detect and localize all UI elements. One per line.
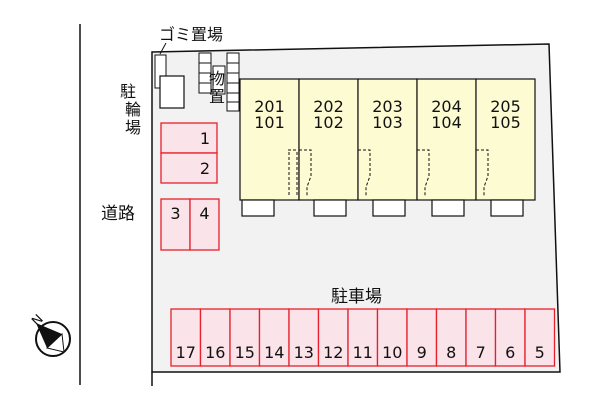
parking-space-number: 1 (200, 129, 210, 148)
parking-space-12: 12 (317, 308, 349, 367)
garbage-leader-line (159, 42, 167, 55)
parking-space-number: 12 (323, 343, 343, 362)
parking-space-number: 16 (205, 343, 225, 362)
unit-upper-number: 202 (313, 97, 344, 116)
bicycle-label-2: 輪 (125, 100, 141, 119)
parking-space-number: 14 (264, 343, 284, 362)
unit-upper-number: 204 (431, 97, 462, 116)
parking-space-7: 7 (465, 308, 497, 367)
parking-space-number: 11 (353, 343, 373, 362)
garbage-label: ゴミ置場 (159, 25, 223, 44)
storage-label-2: 置 (209, 87, 225, 106)
parking-space-number: 7 (476, 343, 486, 362)
parking-space-6: 6 (494, 308, 526, 367)
bicycle-label-3: 場 (125, 118, 141, 137)
parking-space-number: 2 (200, 159, 210, 178)
parking-space-number: 4 (199, 204, 209, 223)
parking-space-10: 10 (376, 308, 408, 367)
parking-space-number: 5 (535, 343, 545, 362)
parking-space-number: 17 (176, 343, 196, 362)
unit-lower-number: 101 (254, 113, 285, 132)
parking-space-9: 9 (406, 308, 438, 367)
parking-space-16: 16 (199, 308, 231, 367)
parking-space-number: 10 (382, 343, 402, 362)
unit-upper-number: 203 (372, 97, 403, 116)
bicycle-parking-box (159, 75, 185, 109)
parking-space-15: 15 (229, 308, 261, 367)
bicycle-label-1: 駐 (120, 82, 136, 101)
parking-space-17: 17 (170, 308, 202, 367)
unit-upper-number: 201 (254, 97, 285, 116)
parking-space-number: 3 (170, 204, 180, 223)
parking-space-4: 4 (189, 198, 220, 251)
parking-space-8: 8 (435, 308, 467, 367)
unit-lower-number: 103 (372, 113, 403, 132)
parking-space-11: 11 (347, 308, 379, 367)
parking-space-number: 9 (417, 343, 427, 362)
storage-label-1: 物 (209, 69, 225, 88)
unit-upper-number: 205 (490, 97, 521, 116)
unit-lower-number: 102 (313, 113, 344, 132)
unit-lower-number: 104 (431, 113, 462, 132)
storage-area (198, 52, 240, 112)
parking-space-number: 13 (294, 343, 314, 362)
road-label: 道路 (101, 204, 135, 224)
parking-space-13: 13 (288, 308, 320, 367)
parking-space-1: 1 (160, 122, 218, 154)
parking-space-5: 5 (524, 308, 556, 367)
parking-space-14: 14 (258, 308, 290, 367)
parking-space-number: 6 (505, 343, 515, 362)
unit-lower-number: 105 (490, 113, 521, 132)
parking-space-number: 15 (235, 343, 255, 362)
compass-icon (35, 321, 71, 357)
parking-lot-label: 駐車場 (331, 287, 382, 307)
parking-space-2: 2 (160, 152, 218, 184)
parking-space-3: 3 (160, 198, 191, 251)
parking-space-number: 8 (446, 343, 456, 362)
